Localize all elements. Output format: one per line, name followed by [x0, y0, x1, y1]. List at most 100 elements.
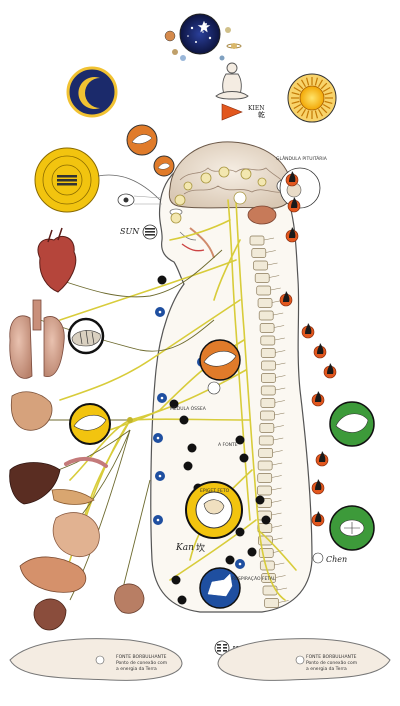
black-dot — [235, 435, 245, 445]
vertebra-process — [274, 325, 285, 328]
kan-trigram: Kan 坎 — [175, 542, 205, 554]
sun-ray — [300, 108, 307, 117]
black-dot — [157, 275, 167, 285]
vertebra-process — [271, 525, 282, 528]
cerebellum — [247, 205, 277, 225]
planet-icon — [164, 30, 176, 42]
blue-dot-center — [238, 562, 242, 566]
spine — [249, 235, 289, 608]
sun-ray — [305, 110, 310, 119]
vertebra — [251, 248, 267, 258]
deer-icon — [207, 573, 233, 597]
flame-icon — [317, 343, 324, 354]
vertebra — [249, 235, 265, 246]
vertebra — [257, 298, 273, 308]
dragon-icon — [335, 413, 369, 433]
foot-left-line1: FONTE BORBULHANTE — [116, 654, 167, 660]
foot-right: FONTE BORBULHANTE Ponto de conexão com a… — [217, 638, 391, 681]
pancreas — [51, 489, 95, 505]
vertebra — [258, 548, 274, 558]
kidney — [33, 598, 67, 631]
pituitary-callout: GLÂNDULA PITUITÁRIA — [276, 155, 328, 209]
blue-deer-disc — [199, 567, 241, 609]
heart — [37, 236, 77, 293]
trachea — [32, 299, 42, 331]
cauldron-label: EPIGET FETO — [200, 488, 230, 494]
sun-ray — [291, 91, 300, 96]
vertebra — [257, 485, 272, 496]
yellow-bird-disc — [69, 403, 111, 445]
vertebra-process — [263, 237, 275, 241]
foot-right-line2: Ponto de conexão com — [306, 660, 357, 666]
vertebra-process — [273, 312, 284, 316]
orange-bird-disc-center — [199, 339, 241, 395]
moon-disc — [66, 66, 118, 118]
sun-ray — [314, 110, 319, 119]
sun-ray — [314, 77, 319, 86]
sun-ray — [305, 77, 310, 86]
sun-ray — [293, 86, 302, 93]
starry-sky-disc — [179, 13, 221, 55]
vertebra-process — [272, 462, 283, 466]
sun-ray — [322, 103, 331, 110]
sun-ray — [296, 82, 304, 90]
vertebra-process — [271, 487, 282, 491]
vertebra-process — [275, 350, 286, 353]
sun-label: SUN — [120, 227, 140, 236]
flame-icon — [289, 171, 296, 182]
blue-dot-center — [156, 436, 160, 440]
eye-rays — [117, 193, 163, 207]
kan-label: Kan — [175, 543, 194, 553]
black-dot — [225, 555, 235, 565]
foot-right-line3: a energia da Terra — [306, 666, 347, 672]
sun-trigram: SUN — [120, 224, 158, 240]
sun-ray — [322, 86, 331, 93]
lung-right — [43, 316, 65, 377]
sun-ray — [293, 103, 302, 110]
vertebra-process — [275, 375, 286, 378]
flame-icon — [315, 511, 322, 522]
blue-dot-center — [156, 518, 160, 522]
kan-han: 坎 — [196, 542, 205, 554]
body-outline — [150, 161, 313, 613]
vertebra — [260, 348, 276, 358]
black-dot — [235, 527, 245, 537]
sun-icon — [299, 85, 325, 111]
sun-ray — [291, 100, 300, 105]
vertebra-process — [274, 412, 285, 416]
orange-bird-disc-top — [126, 124, 158, 156]
flame-icon — [289, 227, 296, 238]
gallbladder-duct — [64, 457, 108, 468]
planet-icon — [219, 55, 225, 61]
vertebra-process — [275, 362, 286, 366]
black-dot — [255, 495, 265, 505]
tiger-icon — [71, 330, 101, 347]
sun-ray — [300, 79, 307, 88]
vertebra-process — [274, 337, 285, 341]
blue-dot-center — [160, 396, 164, 400]
vertebra-process — [278, 600, 289, 603]
vertebra — [258, 448, 274, 458]
sun-ray — [317, 108, 324, 117]
vertebra — [260, 385, 276, 396]
liver — [9, 462, 61, 505]
green-disc-turtle — [329, 505, 375, 551]
flame-icon — [283, 291, 290, 302]
foot-left-line2: Ponto de conexão com — [116, 660, 167, 666]
fire-markers — [279, 171, 337, 527]
flame-icon — [319, 451, 326, 462]
vertebra — [259, 323, 275, 333]
kien-trigram: KIEN 乾 — [221, 103, 265, 121]
vertebra — [253, 260, 268, 271]
vertebra-process — [273, 550, 284, 553]
stomach — [10, 391, 53, 431]
black-dot — [247, 547, 257, 557]
bird-icon — [73, 414, 107, 431]
black-dot — [169, 399, 179, 409]
vertebra-process — [273, 437, 284, 441]
planet-icon — [180, 55, 186, 61]
planet-icon — [225, 27, 231, 33]
organs — [9, 227, 145, 631]
vertebra-process — [274, 400, 285, 403]
